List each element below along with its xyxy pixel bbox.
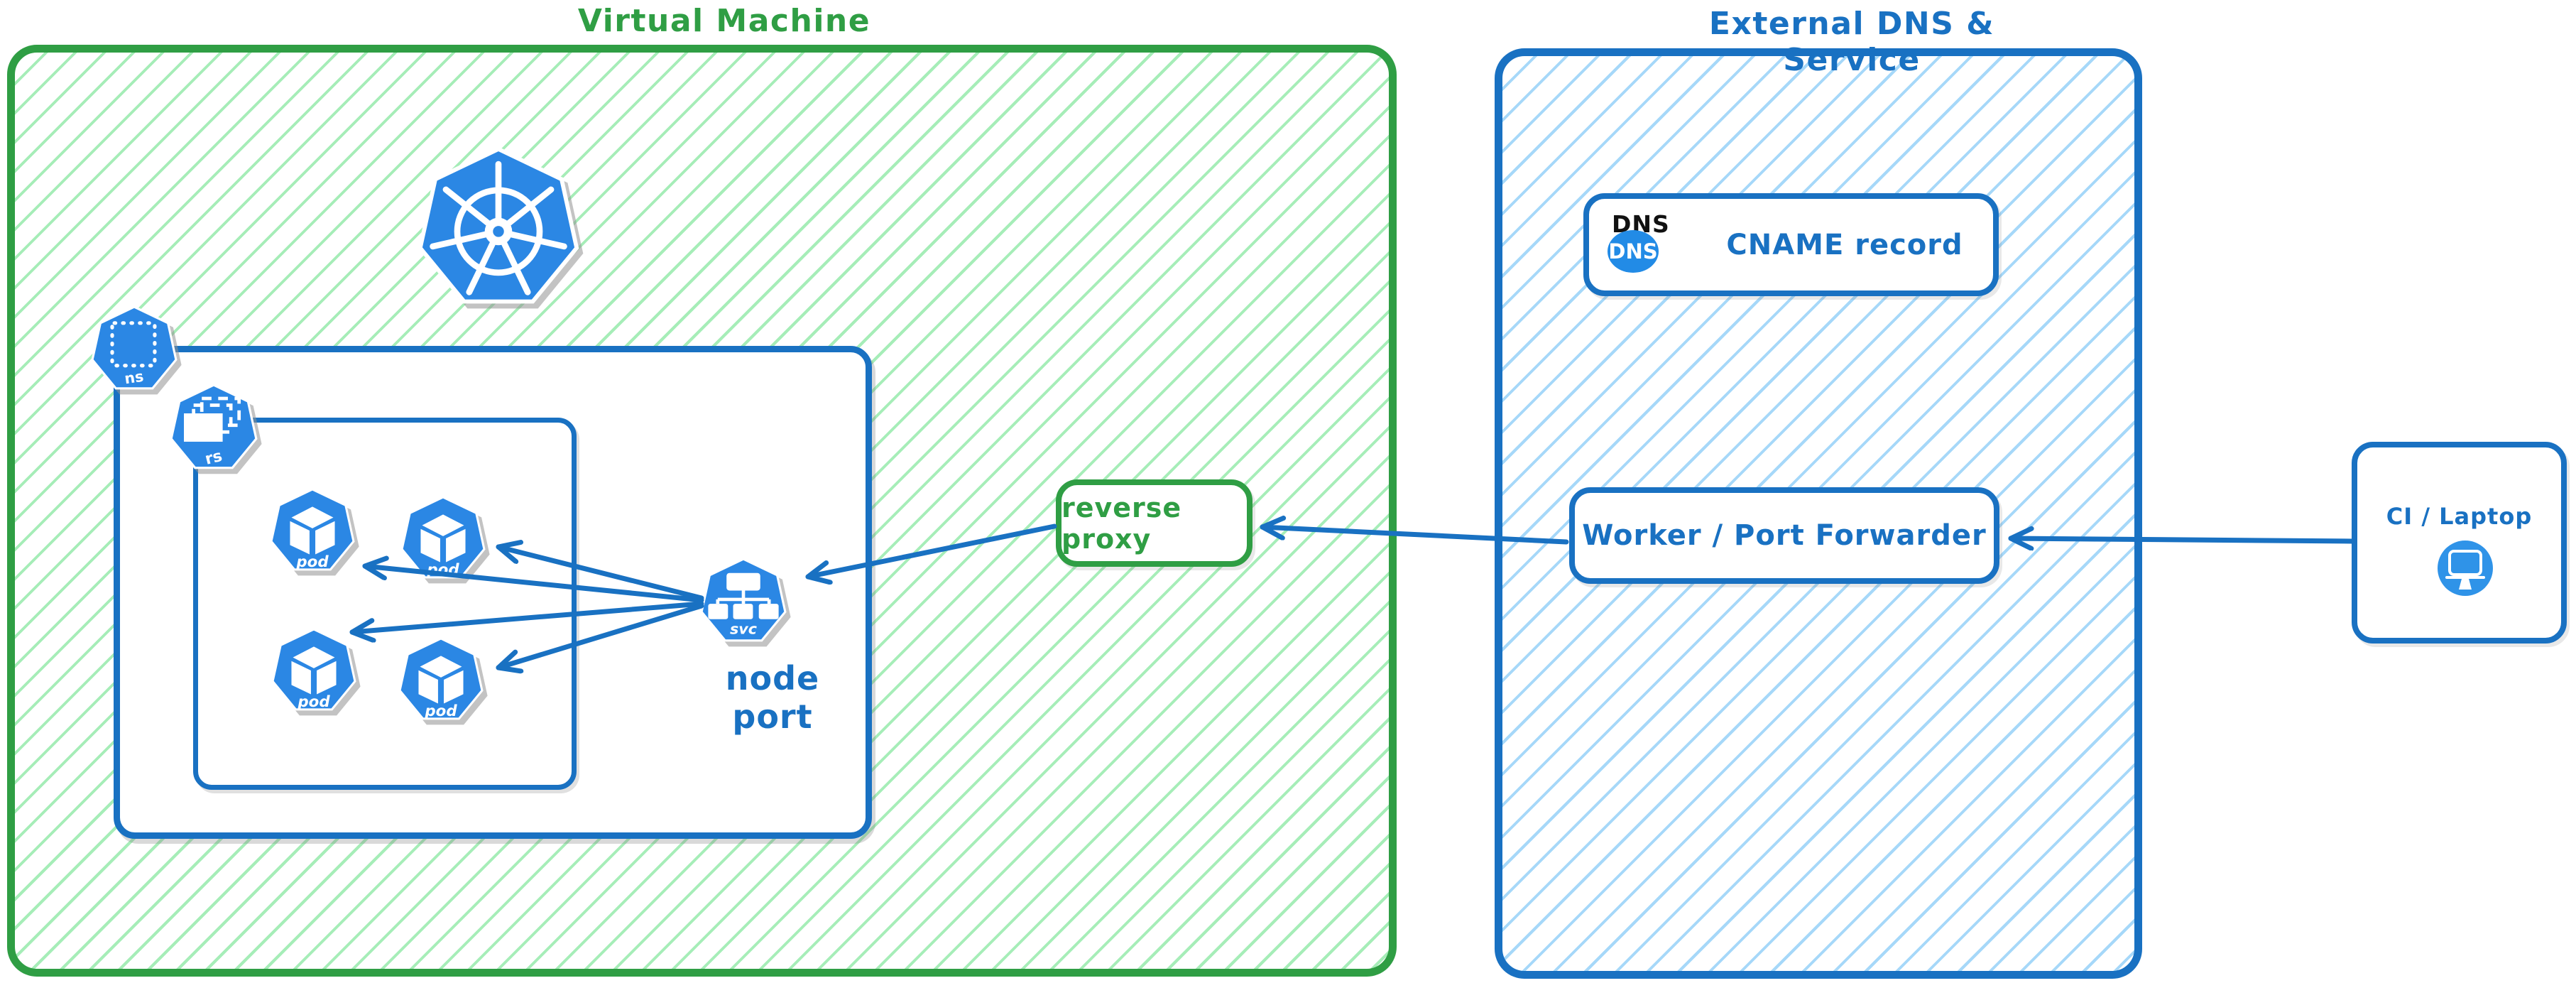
node-port-label: node port	[725, 659, 820, 736]
reverse-proxy-box: reverse proxy	[1056, 479, 1252, 567]
replicaset-icon-label: rs	[203, 447, 224, 469]
external-dns-title: External DNS & Service	[1708, 6, 1995, 78]
dns-card: DNS DNS CNAME record	[1583, 193, 1999, 296]
monitor-icon	[2438, 541, 2493, 596]
pod-icon-3: pod	[271, 628, 356, 711]
pod-icon-4: pod	[398, 637, 484, 720]
worker-label: Worker / Port Forwarder	[1582, 519, 1987, 552]
pod-icon-1: pod	[270, 488, 355, 571]
kubernetes-logo-icon	[417, 146, 579, 304]
namespace-icon-label: ns	[124, 368, 145, 388]
service-icon-label: svc	[730, 620, 757, 637]
pod-icon-label: pod	[295, 553, 329, 571]
pod-icon-label: pod	[297, 693, 330, 711]
ci-laptop-box: CI / Laptop	[2352, 442, 2567, 643]
ci-laptop-label: CI / Laptop	[2386, 503, 2533, 530]
replicaset-icon: rs	[170, 384, 258, 469]
cname-record-label: CNAME record	[1726, 228, 1963, 261]
reverse-proxy-label: reverse proxy	[1061, 492, 1182, 555]
worker-box: Worker / Port Forwarder	[1569, 487, 1999, 584]
pod-icon-2: pod	[400, 496, 486, 579]
virtual-machine-title: Virtual Machine	[577, 3, 871, 39]
dns-badge-icon: DNS	[1608, 230, 1659, 273]
pod-icon-label: pod	[426, 561, 459, 579]
pod-icon-label: pod	[424, 702, 457, 720]
namespace-icon: ns	[91, 305, 178, 390]
service-icon: svc	[700, 558, 787, 642]
replicaset-box	[193, 418, 577, 790]
